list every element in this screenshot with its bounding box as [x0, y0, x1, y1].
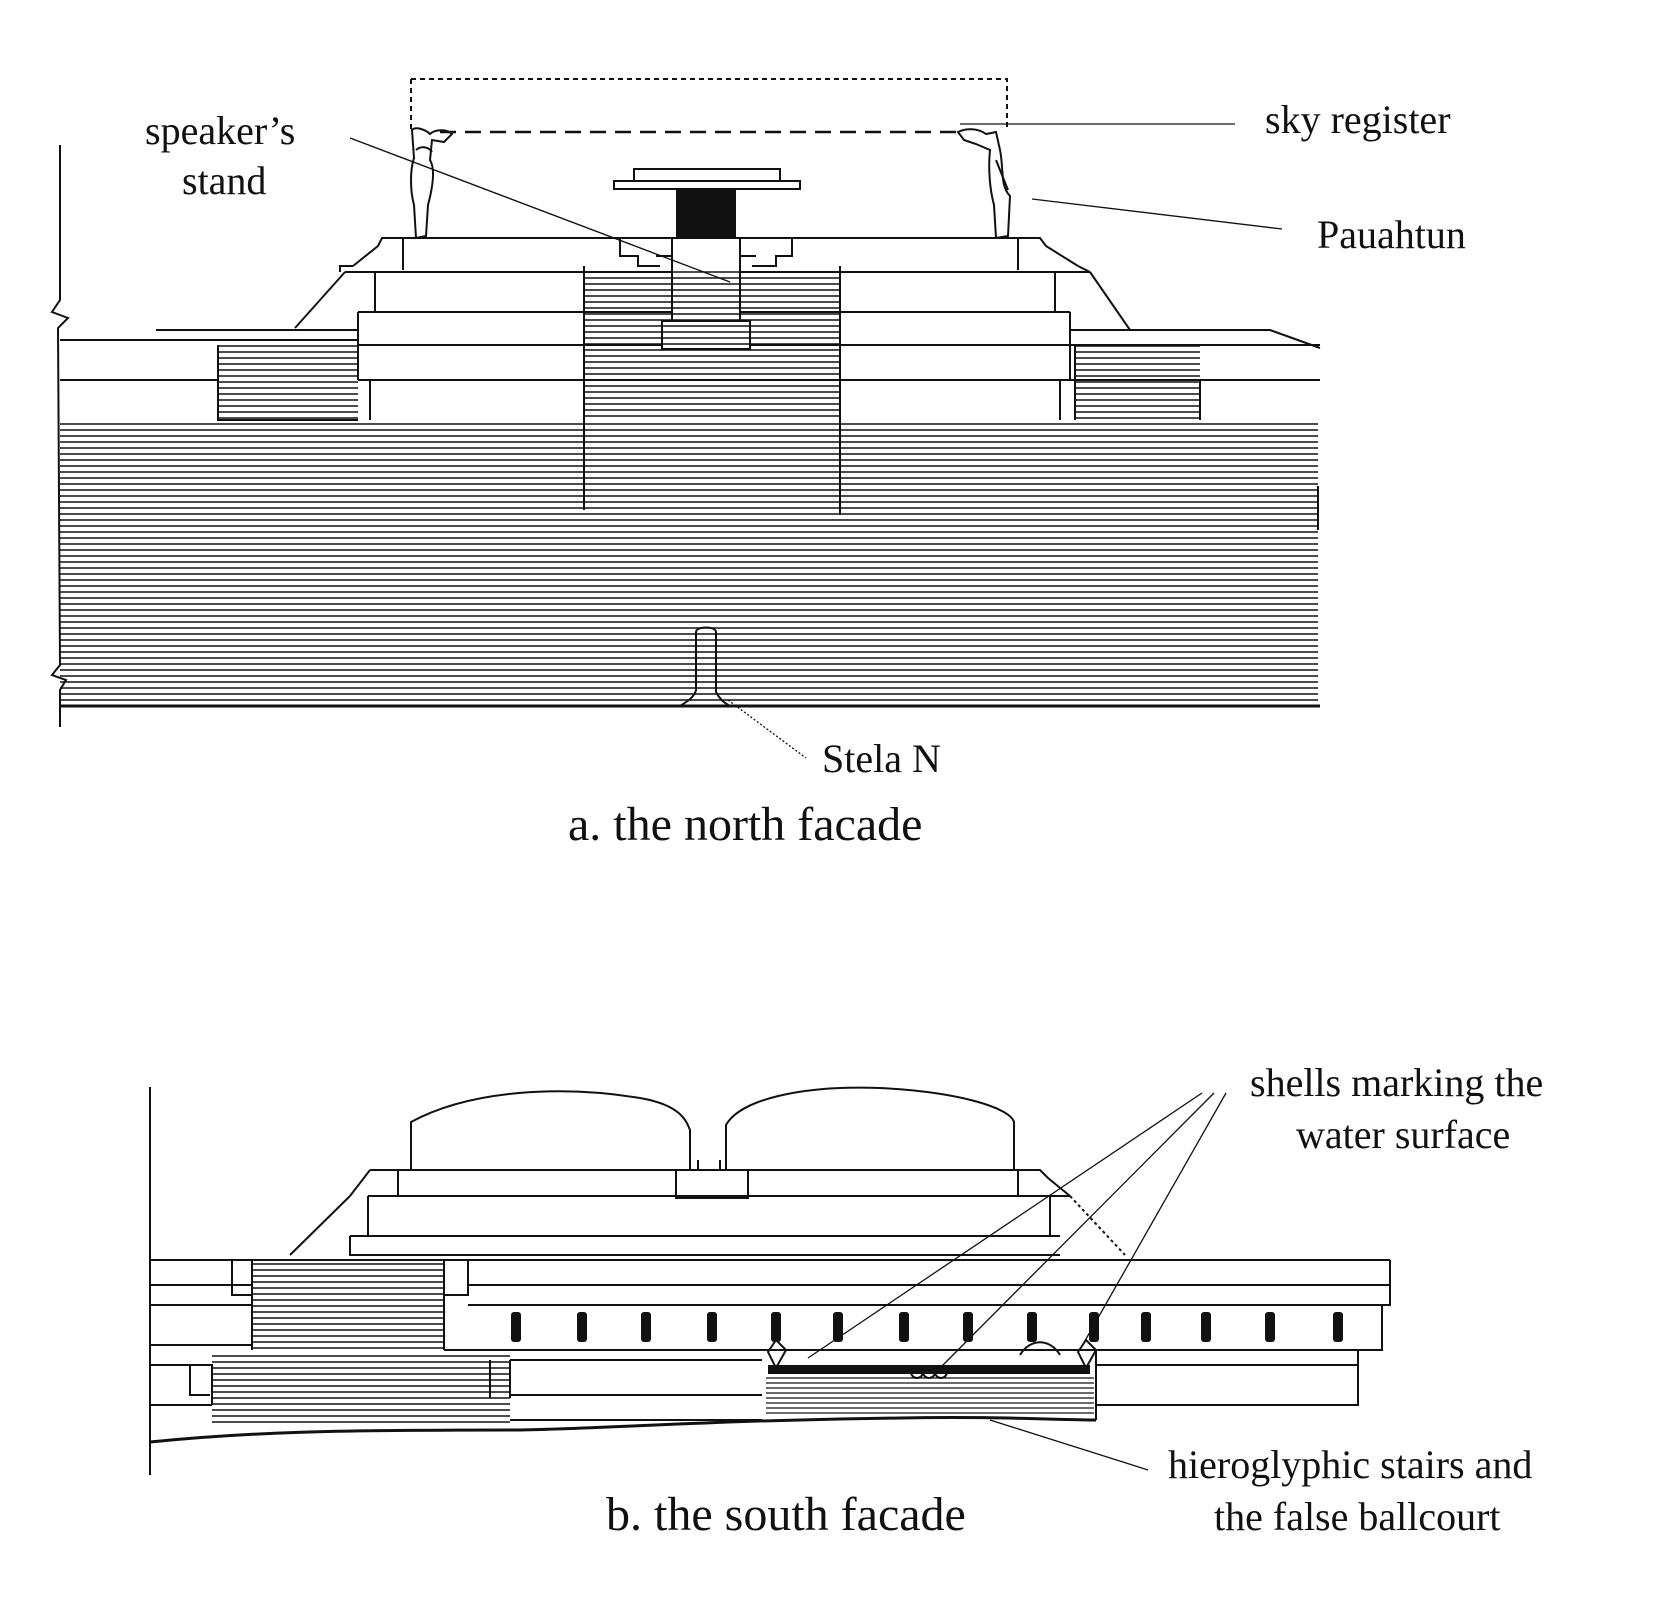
- niche: [707, 1312, 717, 1342]
- pauahtun-figure-left: [410, 127, 454, 240]
- south-upper-platform: [370, 1169, 1071, 1197]
- shell-right: [1076, 1338, 1098, 1371]
- niche: [963, 1312, 973, 1342]
- south-horizontal-hatching: [212, 1263, 1094, 1423]
- niche: [1089, 1312, 1099, 1342]
- leader-shell-1: [807, 1092, 1203, 1359]
- shell-left: [766, 1338, 788, 1371]
- doorway-dark: [676, 189, 736, 239]
- pauahtun-figure-right: [956, 128, 1012, 240]
- leader-shell-2: [941, 1092, 1215, 1367]
- roof-comb-right: [725, 1086, 1015, 1170]
- label-sky-register: sky register: [1265, 97, 1451, 142]
- speaker-stand-top-cap: [633, 168, 781, 182]
- leader-hieroglyphic-stairs: [989, 1419, 1149, 1471]
- leader-speaker-stand: [349, 137, 731, 283]
- false-ballcourt: [768, 1365, 1090, 1374]
- niche: [771, 1312, 781, 1342]
- label-shells-line2: water surface: [1296, 1112, 1510, 1157]
- niche: [1265, 1312, 1275, 1342]
- label-speaker-stand-line2: stand: [182, 158, 266, 203]
- north-left-slope: [294, 271, 1131, 331]
- caption-south-facade: b. the south facade: [606, 1488, 966, 1541]
- north-left-edge: [50, 145, 70, 727]
- label-pauahtun: Pauahtun: [1317, 212, 1466, 257]
- north-facade-drawing: [50, 78, 1321, 727]
- roof-comb-left: [410, 1090, 691, 1170]
- sky-register-frame: [411, 78, 1008, 128]
- label-stairs-line2: the false ballcourt: [1214, 1494, 1501, 1539]
- niche: [833, 1312, 843, 1342]
- niche: [641, 1312, 651, 1342]
- leader-pauahtun: [1031, 198, 1283, 230]
- niche: [1333, 1312, 1343, 1342]
- south-leader-lines: [807, 1092, 1227, 1471]
- niche: [1141, 1312, 1151, 1342]
- niche: [899, 1312, 909, 1342]
- label-shells-line1: shells marking the: [1250, 1060, 1543, 1105]
- leader-stela-n: [727, 699, 807, 759]
- niche: [1027, 1312, 1037, 1342]
- south-ground-line: [149, 1415, 1097, 1444]
- niche: [511, 1312, 521, 1342]
- label-speaker-stand-line1: speaker’s: [145, 108, 295, 153]
- facade-niches: [511, 1312, 1343, 1342]
- caption-north-facade: a. the north facade: [568, 798, 922, 851]
- north-horizontal-hatching: [60, 271, 1318, 701]
- niche: [1201, 1312, 1211, 1342]
- south-facade-drawing: [149, 1086, 1391, 1475]
- leader-shell-3: [1081, 1092, 1227, 1347]
- north-leader-lines: [349, 123, 1283, 759]
- label-stairs-line1: hieroglyphic stairs and: [1168, 1442, 1532, 1487]
- speaker-stand-block: [671, 237, 741, 322]
- niche: [577, 1312, 587, 1342]
- label-stela-n: Stela N: [822, 736, 941, 781]
